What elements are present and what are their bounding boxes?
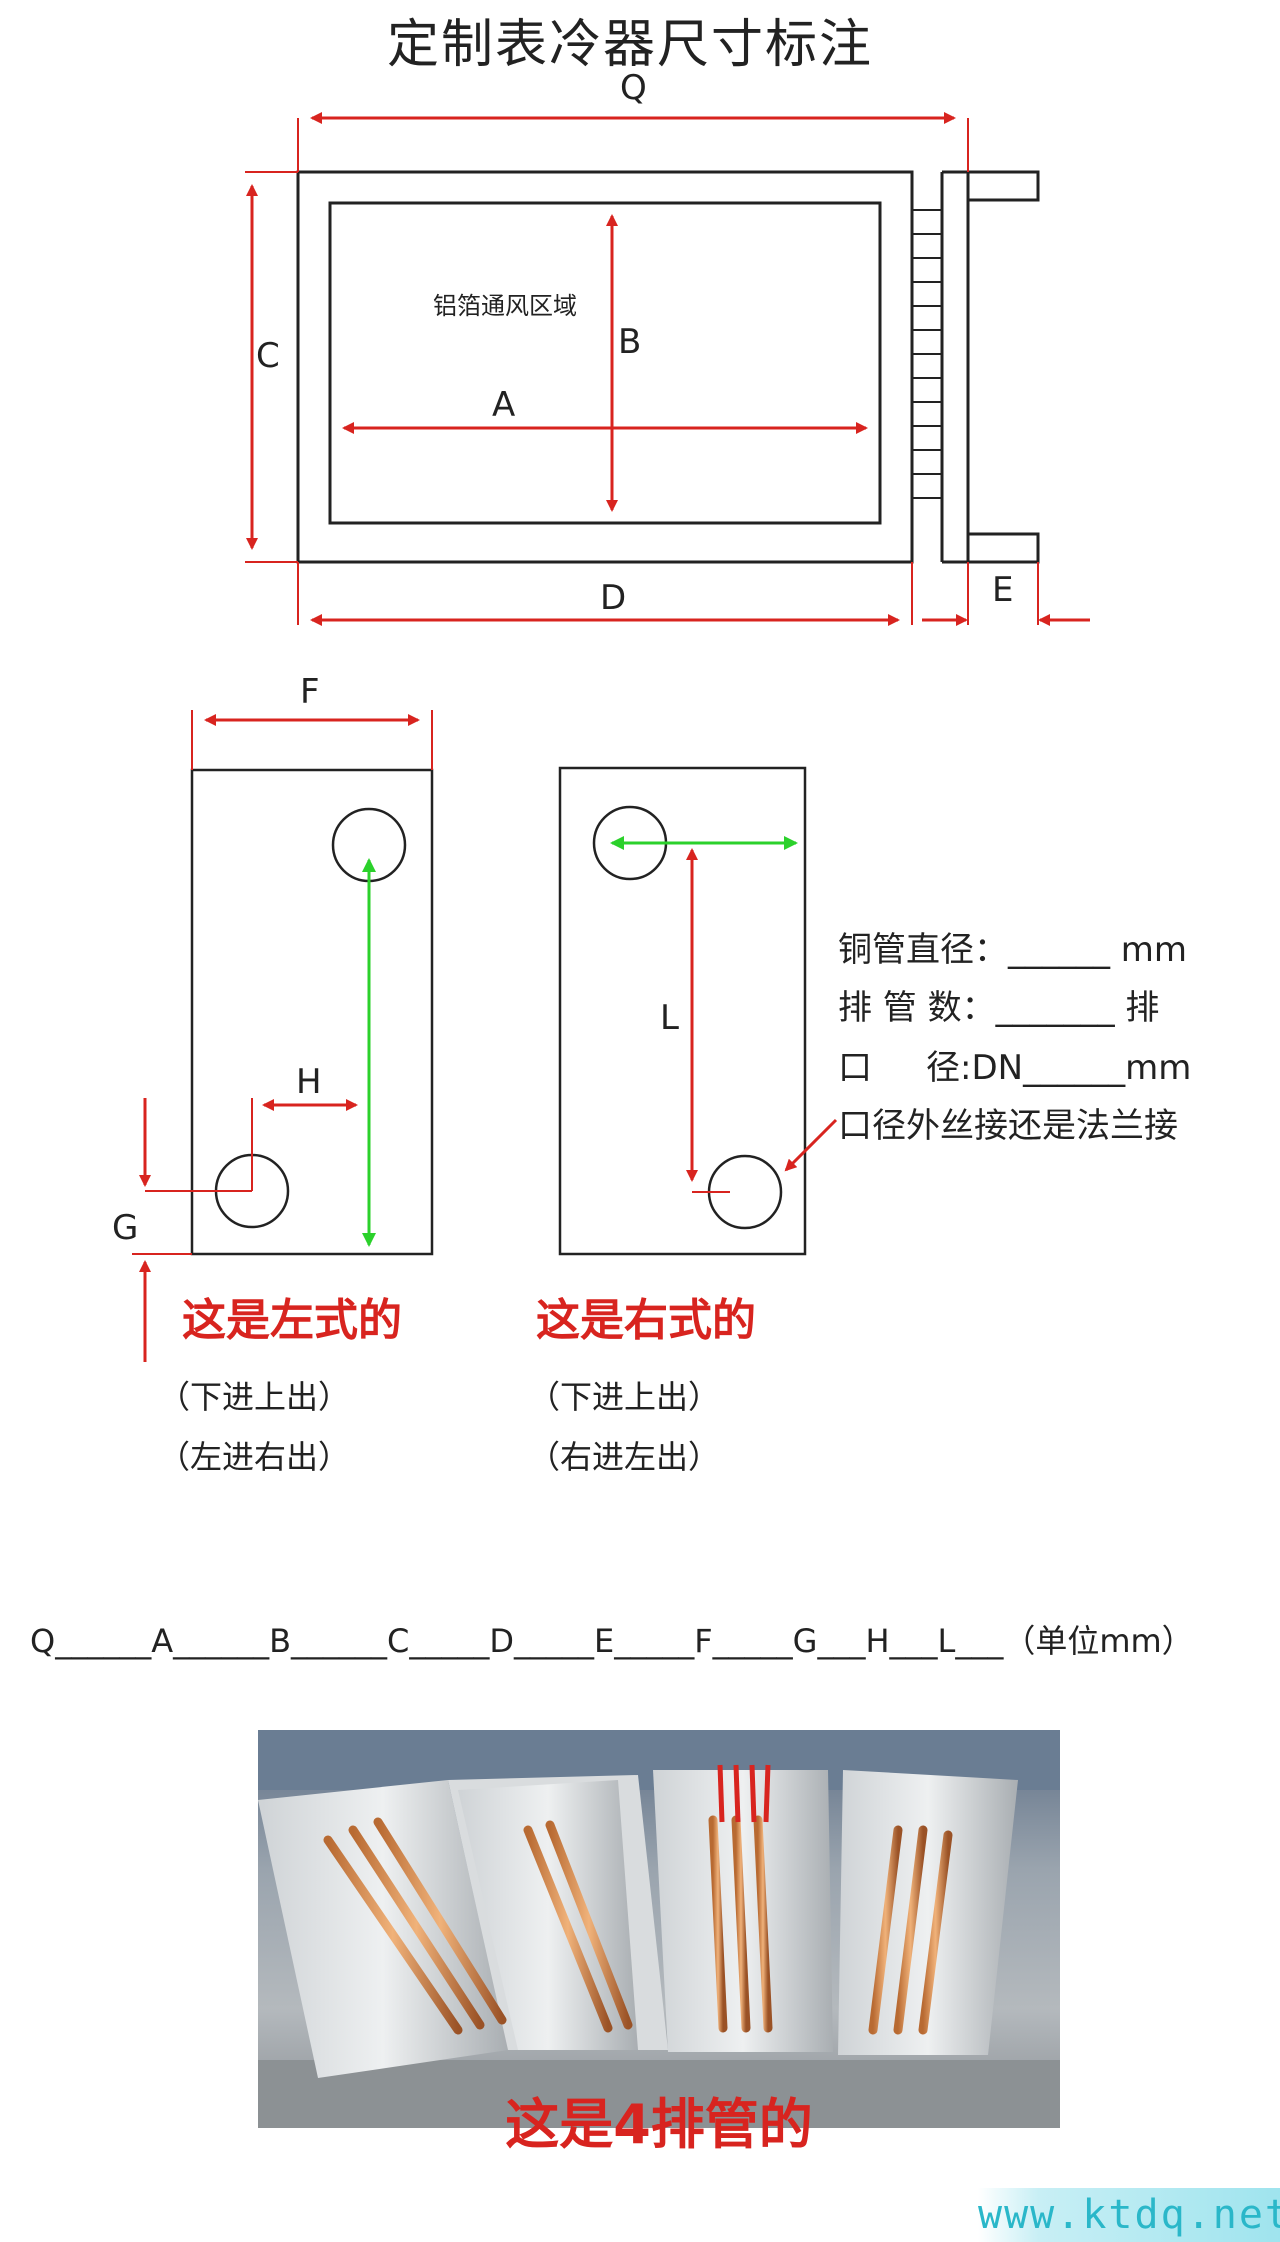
dimension-form-line: Q______A______B______C_____D_____E_____F… (30, 1622, 1194, 1660)
dim-b-label: B (618, 322, 642, 362)
right-type-line2: （右进左出） (528, 1438, 721, 1476)
site-watermark: www.ktdq.net (978, 2188, 1280, 2242)
outer-frame (296, 170, 914, 564)
dim-q-label: Q (620, 68, 647, 108)
coil-photo (258, 1730, 1060, 2128)
spec-connection-type: 口径外丝接还是法兰接 (838, 1106, 1178, 1146)
bottom-connection (966, 532, 1040, 564)
front-view-diagram (245, 112, 1090, 626)
dim-h-label: H (296, 1062, 322, 1102)
spec-pipe-diameter: 铜管直径：______ mm (838, 930, 1188, 970)
fin-area-label: 铝箔通风区域 (433, 292, 577, 320)
left-type-line2: （左进右出） (158, 1438, 351, 1476)
dim-f-label: F (300, 672, 320, 712)
spec-port-diameter: 口 径:DN______mm (838, 1048, 1192, 1088)
fin-area (328, 201, 882, 525)
side-views-diagram (132, 710, 838, 1362)
photo-caption: 这是4排管的 (505, 2093, 813, 2156)
dim-c-label: C (256, 336, 280, 376)
right-panel (558, 766, 807, 1256)
left-panel (190, 768, 434, 1256)
left-type-line1: （下进上出） (158, 1378, 351, 1416)
dim-a-label: A (492, 385, 516, 425)
left-type-title: 这是左式的 (182, 1295, 402, 1346)
dim-g-label: G (112, 1208, 139, 1248)
dim-l-label: L (660, 998, 679, 1038)
page-title: 定制表冷器尺寸标注 (386, 15, 873, 75)
top-connection (966, 170, 1040, 202)
spec-row-count: 排 管 数：_______ 排 (838, 988, 1160, 1028)
coil-panel-1 (258, 1780, 508, 2078)
right-type-line1: （下进上出） (528, 1378, 721, 1416)
dim-e-label: E (992, 570, 1014, 610)
right-type-title: 这是右式的 (536, 1295, 756, 1346)
dim-d-label: D (600, 578, 627, 618)
coil-photo-illustration (258, 1730, 1060, 2128)
